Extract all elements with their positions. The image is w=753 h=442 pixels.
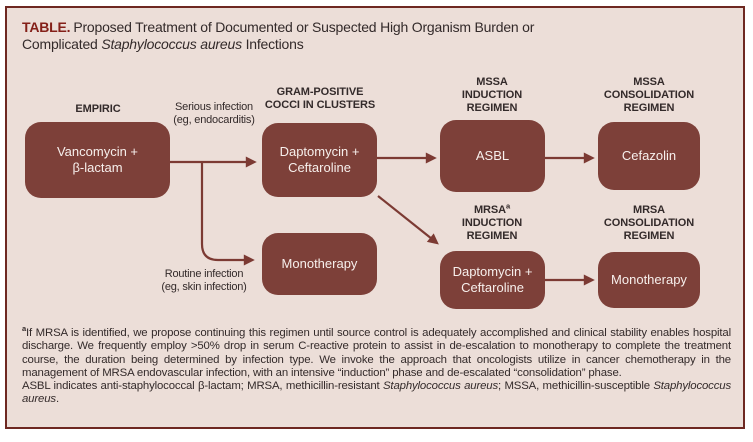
title-text: Proposed Treatment of Documented or Susp… bbox=[22, 19, 535, 52]
footnote-paragraph-2: ASBL indicates anti-staphylococcal β-lac… bbox=[22, 380, 731, 407]
flow-box-daptomycin-ceftaroline: Daptomycin + Ceftaroline bbox=[262, 123, 377, 197]
figure-frame bbox=[5, 6, 745, 429]
figure-title: TABLE.Proposed Treatment of Documented o… bbox=[22, 19, 537, 52]
header-superscript: a bbox=[505, 201, 511, 211]
flow-box-asbl: ASBL bbox=[440, 120, 545, 192]
footnote-species-italic-1: Staphylococcus aureus bbox=[382, 380, 499, 393]
header-rest: INDUCTION REGIMEN bbox=[461, 217, 523, 242]
edge-label-serious-infection: Serious infection (eg, endocarditis) bbox=[173, 101, 255, 126]
flow-box-monotherapy: Monotherapy bbox=[262, 233, 377, 295]
flow-box-vancomycin-beta-lactam: Vancomycin + β-lactam bbox=[25, 122, 170, 198]
header-rest: COCCI IN CLUSTERS bbox=[264, 99, 376, 111]
footnote-text-1: If MRSA is identified, we propose contin… bbox=[22, 327, 731, 379]
footnote-abbrev-text-1: ASBL indicates anti-staphylococcal β-lac… bbox=[22, 380, 383, 393]
column-header-gram-positive-cocci: GRAM-POSITIVE COCCI IN CLUSTERS bbox=[240, 86, 400, 112]
footnote-species-italic-2: Staphylococcus aureus bbox=[22, 380, 732, 406]
header-rest: INDUCTION REGIMEN bbox=[461, 89, 523, 114]
header-rest: CONSOLIDATION REGIMEN bbox=[603, 89, 695, 114]
footnote: aIf MRSA is identified, we propose conti… bbox=[22, 324, 731, 407]
column-header-mssa-consolidation: MSSA CONSOLIDATION REGIMEN bbox=[569, 76, 729, 115]
header-line: MRSA bbox=[633, 204, 665, 216]
column-header-mssa-induction: MSSA INDUCTION REGIMEN bbox=[412, 76, 572, 115]
flow-box-monotherapy-mrsa: Monotherapy bbox=[598, 252, 700, 308]
table-label: TABLE. bbox=[22, 19, 71, 35]
header-line: MSSA bbox=[633, 76, 665, 88]
footnote-abbrev-text-3: . bbox=[55, 393, 59, 406]
column-header-mrsa-induction: MRSAa INDUCTION REGIMEN bbox=[412, 201, 572, 243]
title-species-italic: Staphylococcus aureus bbox=[101, 35, 242, 52]
edge-label-routine-infection: Routine infection (eg, skin infection) bbox=[161, 268, 247, 293]
header-line: GRAM-POSITIVE bbox=[276, 86, 364, 98]
header-line: MSSA bbox=[476, 76, 508, 88]
footnote-paragraph-1: aIf MRSA is identified, we propose conti… bbox=[22, 324, 731, 380]
header-line: EMPIRIC bbox=[75, 103, 121, 115]
column-header-mrsa-consolidation: MRSA CONSOLIDATION REGIMEN bbox=[569, 204, 729, 243]
footnote-abbrev-text-2: ; MSSA, methicillin-susceptible bbox=[498, 380, 654, 393]
flow-box-daptomycin-ceftaroline-mrsa: Daptomycin + Ceftaroline bbox=[440, 251, 545, 309]
footnote-superscript: a bbox=[22, 324, 27, 334]
header-rest: CONSOLIDATION REGIMEN bbox=[603, 217, 695, 242]
header-line: MRSA bbox=[473, 204, 506, 216]
title-suffix: Infections bbox=[241, 35, 304, 52]
flow-box-cefazolin: Cefazolin bbox=[598, 122, 700, 190]
column-header-empiric: EMPIRIC bbox=[18, 103, 178, 116]
